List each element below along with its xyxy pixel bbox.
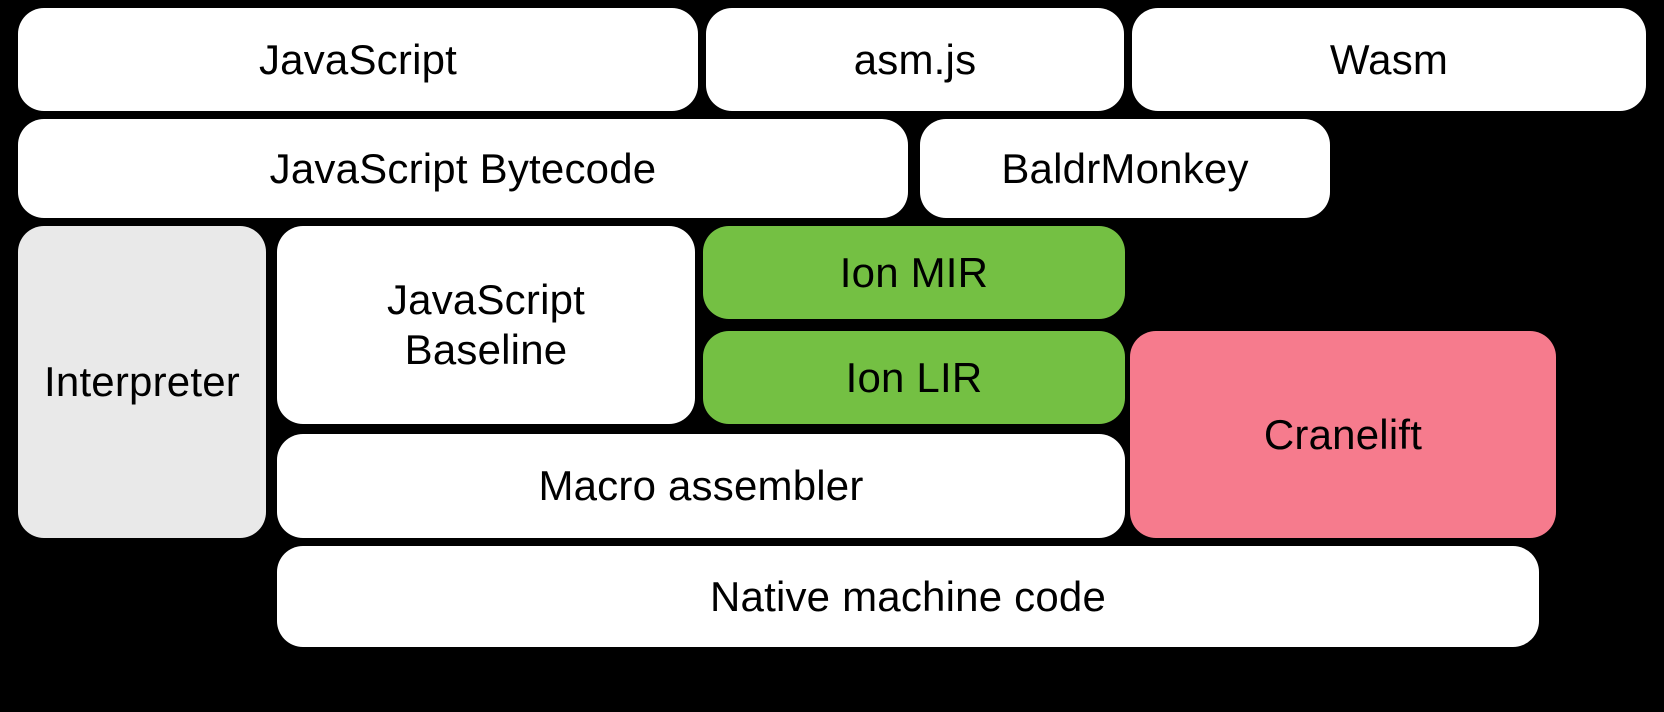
box-macro-assembler[interactable]: Macro assembler [277, 434, 1125, 538]
box-interpreter[interactable]: Interpreter [18, 226, 266, 538]
box-native-machine-code[interactable]: Native machine code [277, 546, 1539, 647]
box-ion-lir[interactable]: Ion LIR [703, 331, 1125, 424]
box-baldrmonkey[interactable]: BaldrMonkey [920, 119, 1330, 218]
box-ion-mir[interactable]: Ion MIR [703, 226, 1125, 319]
box-javascript-bytecode[interactable]: JavaScript Bytecode [18, 119, 908, 218]
box-cranelift[interactable]: Cranelift [1130, 331, 1556, 538]
box-javascript[interactable]: JavaScript [18, 8, 698, 111]
box-asm-js[interactable]: asm.js [706, 8, 1124, 111]
box-javascript-baseline[interactable]: JavaScript Baseline [277, 226, 695, 424]
box-wasm[interactable]: Wasm [1132, 8, 1646, 111]
